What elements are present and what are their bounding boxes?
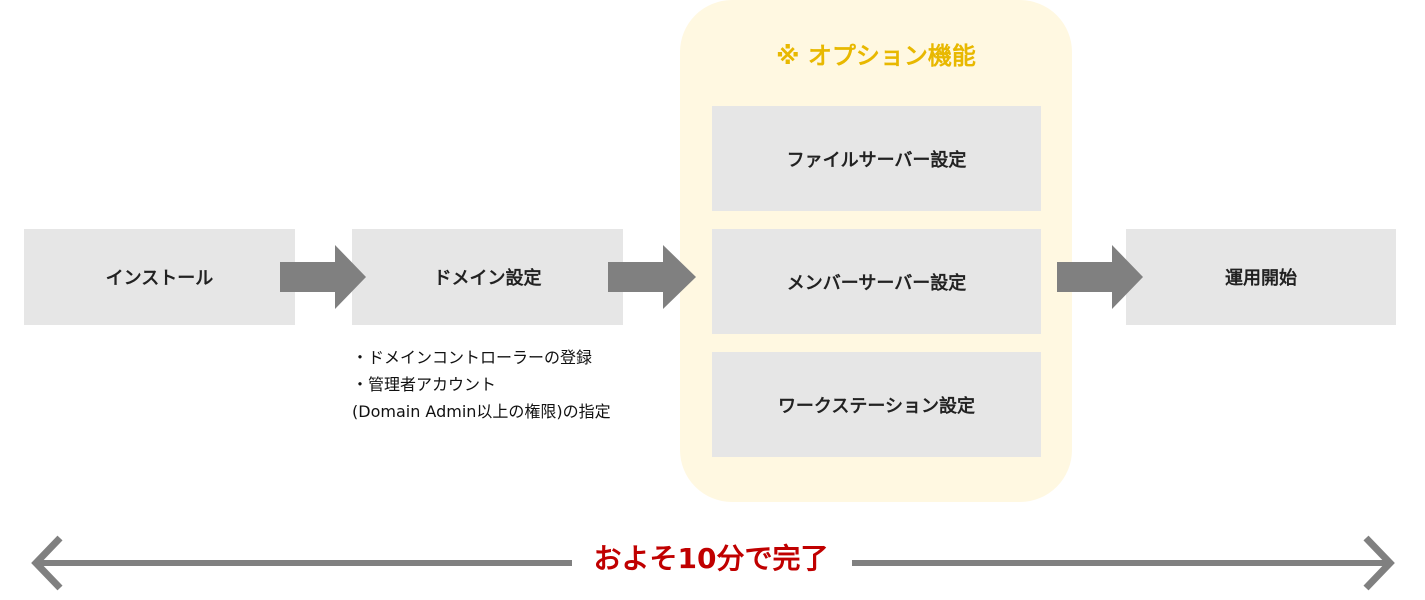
step-start: 運用開始 (1126, 229, 1396, 325)
option-member-server: メンバーサーバー設定 (712, 229, 1041, 334)
step-start-label: 運用開始 (1225, 268, 1297, 289)
domain-notes: ・ドメインコントローラーの登録 ・管理者アカウント (Domain Admin以… (352, 344, 611, 425)
option-workstation: ワークステーション設定 (712, 352, 1041, 457)
option-label: ファイルサーバー設定 (786, 149, 967, 171)
arrow-right-icon (280, 245, 366, 309)
note-item: (Domain Admin以上の権限)の指定 (352, 402, 611, 421)
step-install-label: インストール (105, 268, 214, 289)
option-file-server: ファイルサーバー設定 (712, 106, 1041, 211)
arrow-right-icon (608, 245, 696, 309)
option-label: メンバーサーバー設定 (786, 272, 967, 294)
duration-double-arrow-icon (31, 535, 1395, 591)
arrow-right-icon (1057, 245, 1143, 309)
option-label: ワークステーション設定 (777, 395, 976, 417)
total-duration-label: およそ10分で完了 (593, 542, 829, 575)
step-install: インストール (24, 229, 295, 325)
step-domain: ドメイン設定 (352, 229, 623, 325)
options-title: ※ オプション機能 (776, 42, 976, 70)
step-domain-label: ドメイン設定 (433, 268, 542, 289)
note-item: ・管理者アカウント (352, 375, 497, 394)
note-item: ・ドメインコントローラーの登録 (352, 348, 593, 367)
